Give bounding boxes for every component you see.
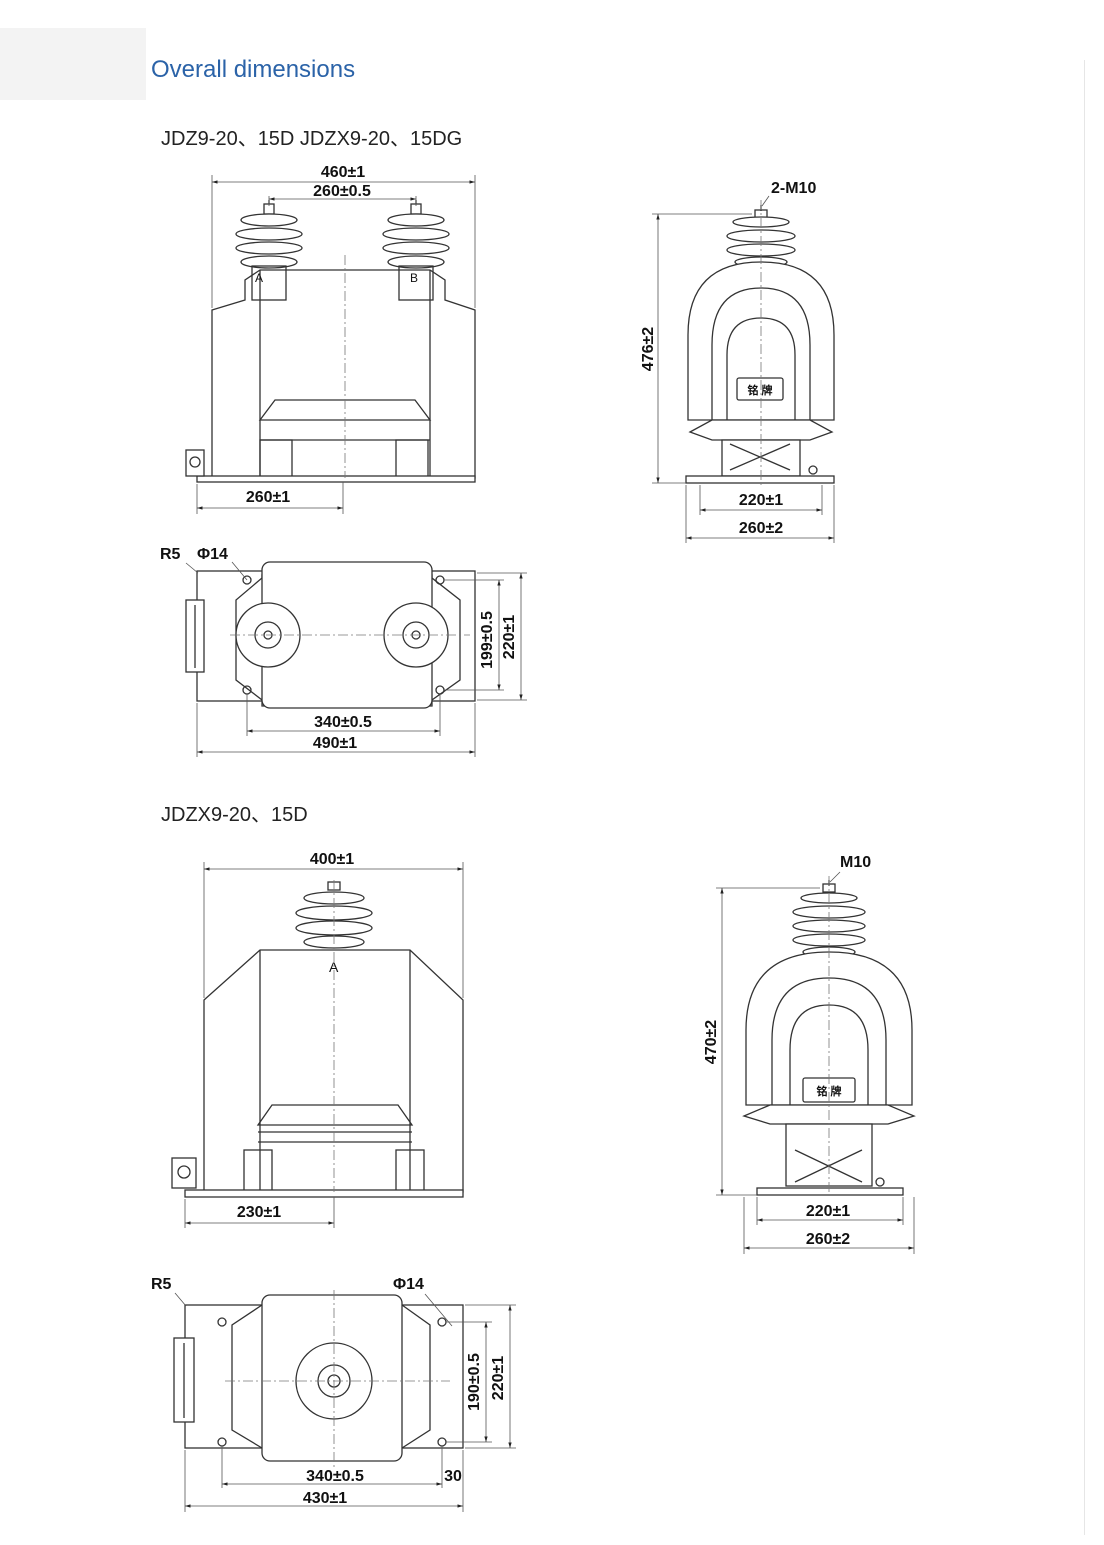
- s2-side-dim-height: 470±2: [703, 1020, 720, 1064]
- s2-plan-dim-length: 430±1: [303, 1490, 347, 1507]
- s2-side-base-plate: [756, 1187, 904, 1196]
- s1-side-nameplate: [736, 377, 784, 401]
- s2-plan-dim-edge: 30: [444, 1468, 462, 1485]
- s1-plan-dim-hole-spacing: 340±0.5: [314, 714, 372, 731]
- corner-shade: [0, 28, 146, 100]
- s1-side-dim-inner: 220±1: [739, 492, 783, 509]
- s1-side-dim-height: 476±2: [640, 327, 657, 371]
- s1-front-terminal-a-label: A: [255, 271, 263, 285]
- s2-side-thread-label: M10: [840, 854, 871, 871]
- s1-plan-dim-hole-depth: 199±0.5: [479, 611, 496, 669]
- s2-side-nameplate-text: 铭 牌: [816, 1084, 841, 1098]
- s2-front-dim-base: 230±1: [237, 1204, 281, 1221]
- s1-plan-dim-length: 490±1: [313, 735, 357, 752]
- s2-plan-dim-hole-spacing: 340±0.5: [306, 1468, 364, 1485]
- s1-plan-hole-label: Φ14: [197, 546, 228, 563]
- s1-front-view: A B 460±1 260±0.5 260±1: [185, 164, 476, 514]
- s1-plan-corner-label: R5: [160, 546, 181, 563]
- s1-plan-dim-depth: 220±1: [501, 615, 518, 659]
- s1-plan-view: R5 Φ14 340±0.5 490±1 199±0.5 220±1: [160, 546, 527, 757]
- s2-plan-dim-hole-depth: 190±0.5: [466, 1353, 483, 1411]
- s1-front-ground-terminal: [185, 449, 205, 477]
- s1-side-view: 铭 牌 2-M10 476±2 220±1 260±2: [640, 180, 835, 543]
- s2-plan-corner-label: R5: [151, 1276, 172, 1293]
- s1-side-dim-outer: 260±2: [739, 520, 783, 537]
- s1-side-thread-label: 2-M10: [771, 180, 816, 197]
- s2-front-base-plate: [184, 1189, 464, 1198]
- section2-model-title: JDZX9-20、15D: [161, 804, 308, 826]
- s2-plan-view: R5 Φ14 340±0.5 30 430±1 190±0.5 220±1: [151, 1276, 516, 1512]
- s1-front-insulator-left: [235, 200, 303, 301]
- s1-front-body: [211, 269, 476, 479]
- s1-front-base-plate: [196, 475, 476, 483]
- s2-plan-hole-label: Φ14: [393, 1276, 424, 1293]
- s2-side-view: 铭 牌 M10 470±2 220±1 260±2: [703, 854, 916, 1254]
- s2-plan-dim-depth: 220±1: [490, 1356, 507, 1400]
- page-right-rule: [1084, 60, 1085, 1535]
- s2-front-view: A 400±1 230±1: [171, 851, 464, 1228]
- s2-side-dim-outer: 260±2: [806, 1231, 850, 1248]
- s2-side-dim-inner: 220±1: [806, 1203, 850, 1220]
- section1-model-title: JDZ9-20、15D JDZX9-20、15DG: [161, 128, 463, 150]
- s1-side-base-plate: [685, 475, 835, 484]
- s2-front-dim-overall-width: 400±1: [310, 851, 354, 868]
- s1-front-dim-overall-width: 460±1: [321, 164, 365, 181]
- s1-front-insulator-right: [382, 200, 450, 301]
- page-heading: Overall dimensions: [151, 56, 356, 83]
- s1-front-dim-base: 260±1: [246, 489, 290, 506]
- s2-front-ground-terminal: [171, 1157, 197, 1189]
- s1-front-dim-terminal-spacing: 260±0.5: [313, 183, 371, 200]
- s1-front-terminal-b-label: B: [410, 271, 418, 285]
- s1-side-nameplate-text: 铭 牌: [747, 383, 772, 397]
